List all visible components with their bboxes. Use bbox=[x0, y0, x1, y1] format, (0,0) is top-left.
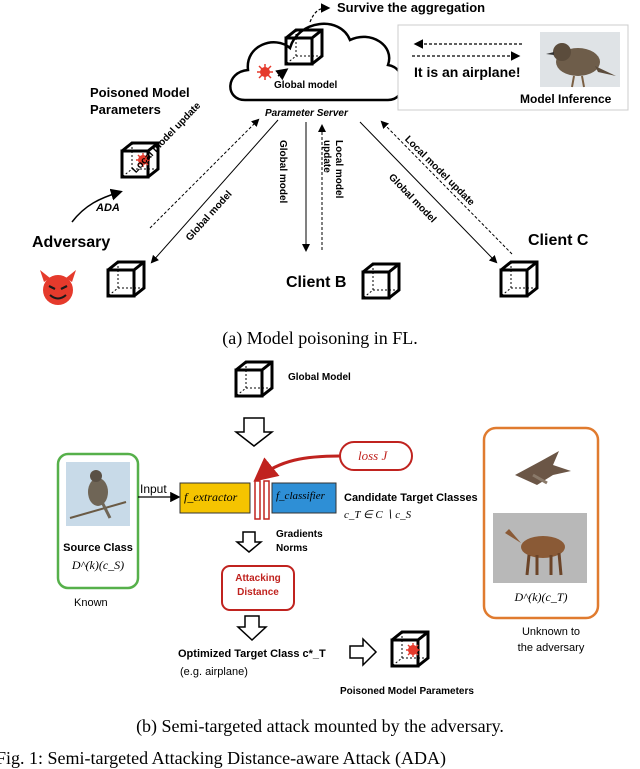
ada-arrow bbox=[71, 188, 123, 223]
hollow-arrow-right bbox=[349, 637, 378, 667]
client-b-global-label: Global model bbox=[277, 140, 288, 204]
bird-image bbox=[540, 32, 620, 88]
classifier-block bbox=[271, 482, 337, 514]
loss-label: loss J bbox=[358, 448, 388, 463]
client-c-global-arrow bbox=[359, 121, 498, 264]
airplane-image bbox=[493, 437, 587, 507]
known-label: Known bbox=[74, 597, 108, 609]
feature-bar-1 bbox=[254, 480, 261, 520]
attacking-line-2: Distance bbox=[237, 587, 279, 598]
b-poisoned-label: Poisoned Model Parameters bbox=[340, 686, 474, 697]
client-b-local-label: Local model update bbox=[320, 140, 344, 198]
gradients-line-1: Gradients bbox=[276, 529, 323, 540]
loss-arrow bbox=[253, 454, 341, 482]
optimized-target-label: Optimized Target Class c*_T bbox=[178, 648, 326, 660]
poisoned-line-1: Poisoned Model bbox=[90, 85, 190, 100]
survive-label: Survive the aggregation bbox=[337, 0, 486, 15]
candidate-math: c_T ∈ C ∖ c_S bbox=[344, 509, 412, 521]
unknown-label: Unknown to the adversary bbox=[484, 624, 618, 656]
attacking-distance-label: Attacking Distance bbox=[222, 572, 294, 600]
unknown-line-1: Unknown to bbox=[521, 626, 581, 638]
source-class-label: Source Class bbox=[63, 542, 133, 554]
cloud-small-arrow bbox=[275, 68, 289, 81]
gradients-line-2: Norms bbox=[276, 543, 308, 554]
gradients-label: Gradients Norms bbox=[276, 528, 323, 556]
client-c-label: Client C bbox=[528, 232, 589, 249]
poisoned-virus-icon bbox=[136, 153, 150, 167]
adversary-cube-icon bbox=[106, 260, 146, 298]
extractor-label: f_extractor bbox=[184, 490, 238, 504]
adversary-global-arrow bbox=[150, 119, 279, 264]
input-label: Input bbox=[140, 482, 167, 496]
source-bird-image bbox=[66, 462, 130, 526]
adversary-label: Adversary bbox=[32, 234, 111, 251]
target-class-box bbox=[482, 426, 600, 620]
feature-bar-2 bbox=[263, 480, 270, 520]
virus-icon bbox=[257, 64, 273, 80]
figure-caption: Fig. 1: Semi-targeted Attacking Distance… bbox=[0, 748, 447, 768]
caption-b: (b) Semi-targeted attack mounted by the … bbox=[136, 716, 504, 736]
source-class-box bbox=[56, 452, 140, 590]
hollow-arrow-3 bbox=[236, 615, 268, 642]
example-label: (e.g. airplane) bbox=[180, 666, 248, 678]
unknown-line-2: the adversary bbox=[517, 642, 585, 654]
adversary-local-update-arrow bbox=[149, 118, 260, 229]
client-b-cube-icon bbox=[361, 262, 401, 300]
devil-icon bbox=[40, 270, 76, 305]
target-class-math: D^(k)(c_T) bbox=[514, 590, 568, 604]
client-b-local-line-2: update bbox=[321, 140, 332, 173]
cloud-global-model-label: Global model bbox=[274, 80, 338, 91]
b-global-model-cube-icon bbox=[234, 360, 274, 398]
survive-arrow bbox=[309, 3, 331, 23]
parameter-server-label: Parameter Server bbox=[265, 108, 348, 119]
poisoned-line-2: Parameters bbox=[90, 102, 161, 117]
client-b-label: Client B bbox=[286, 274, 347, 291]
caption-a: (a) Model poisoning in FL. bbox=[222, 328, 418, 348]
model-inference-label: Model Inference bbox=[520, 92, 612, 106]
client-c-local-arrow bbox=[380, 120, 513, 255]
source-class-math: D^(k)(c_S) bbox=[71, 558, 125, 572]
attacking-distance-box bbox=[221, 565, 295, 611]
attacking-line-1: Attacking bbox=[235, 573, 281, 584]
deer-image bbox=[493, 513, 587, 583]
hollow-arrow-2 bbox=[234, 531, 264, 553]
extractor-block bbox=[179, 482, 251, 514]
classifier-label: f_classifier bbox=[276, 490, 325, 502]
client-b-local-line-1: Local model bbox=[333, 140, 344, 199]
airplane-label: It is an airplane! bbox=[414, 64, 521, 80]
ada-label: ADA bbox=[96, 202, 120, 214]
candidate-label: Candidate Target Classes bbox=[344, 492, 478, 504]
poisoned-params-label: Poisoned Model Parameters bbox=[90, 84, 190, 118]
b-global-model-label: Global Model bbox=[288, 372, 351, 383]
client-c-cube-icon bbox=[499, 260, 539, 298]
b-poisoned-virus-icon bbox=[406, 643, 420, 657]
hollow-arrow-1 bbox=[233, 417, 275, 447]
